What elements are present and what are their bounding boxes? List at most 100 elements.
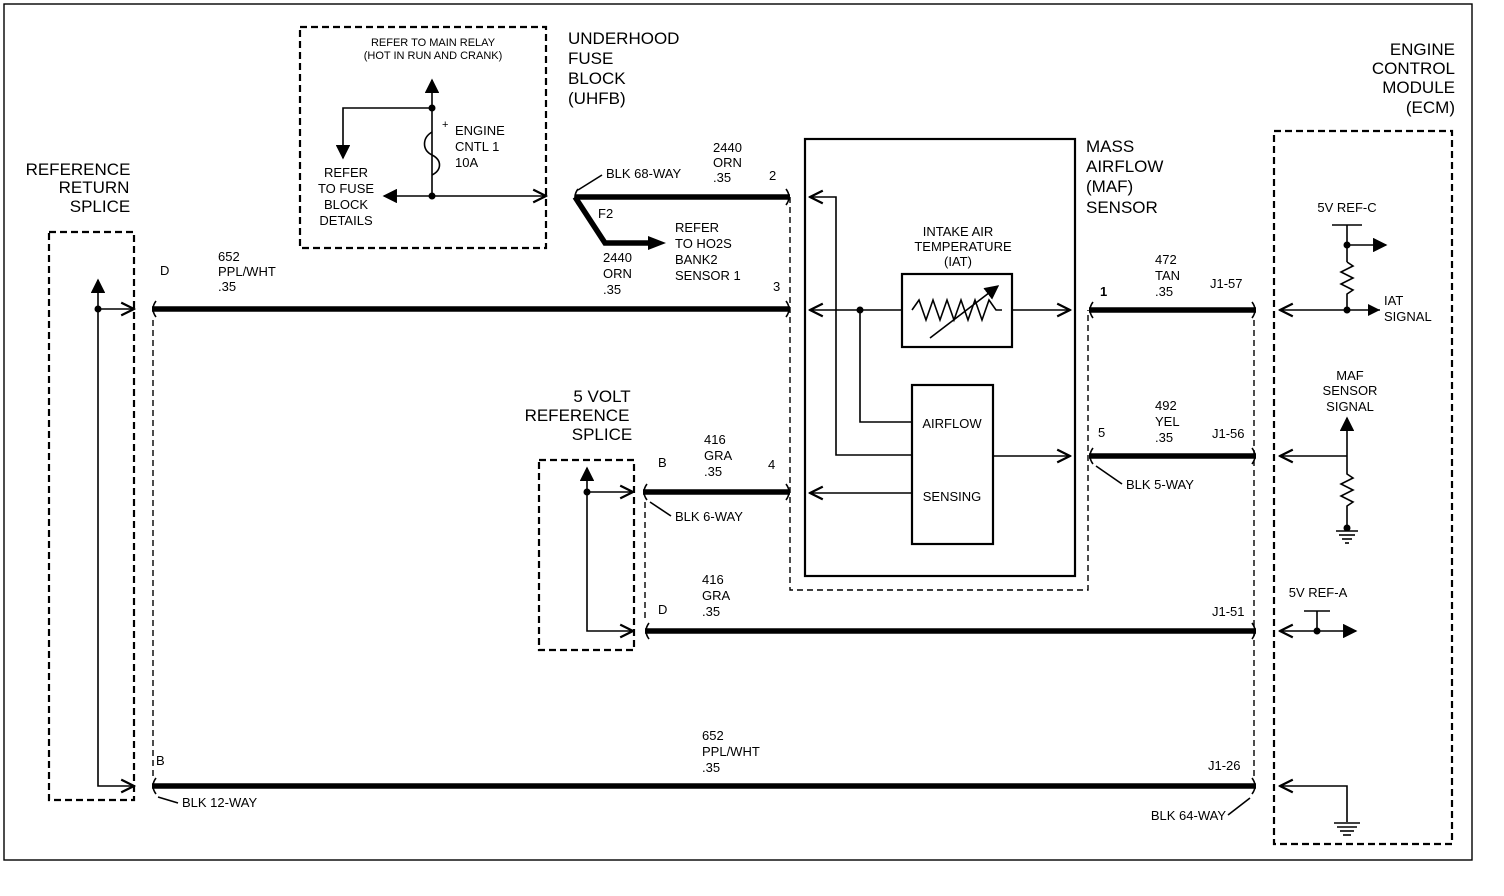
blk6-leader: [649, 501, 672, 517]
fuse-plus-sign: +: [442, 119, 448, 131]
wire-652-top: 652 PPL/WHT .35 3: [152, 249, 790, 778]
five-volt-pin-bottom: D: [658, 602, 667, 617]
maf-title-2: AIRFLOW: [1086, 157, 1163, 176]
blk12-leader: [157, 796, 179, 804]
ecm-box: [1272, 129, 1454, 846]
ref-return-bottom-branch: [97, 309, 134, 786]
blk64-label: BLK 64-WAY: [1151, 808, 1226, 823]
ecm-title-2: CONTROL: [1372, 59, 1455, 78]
w416-bottom-circuit: 416: [702, 572, 724, 587]
fuse-label-3: 10A: [455, 155, 478, 170]
five-volt-title-3: SPLICE: [572, 425, 632, 444]
w416-bottom-left-terminal: [645, 622, 650, 640]
maf-title-3: (MAF): [1086, 177, 1133, 196]
ho2s-ref-4: SENSOR 1: [675, 268, 741, 283]
fuse-label-2: CNTL 1: [455, 139, 499, 154]
w416-top-circuit: 416: [704, 432, 726, 447]
ho2s-ref-1: REFER: [675, 220, 719, 235]
maf-signal-label-3: SIGNAL: [1326, 399, 1374, 414]
w652-bottom-circuit: 652: [702, 728, 724, 743]
w416-bottom-color: GRA: [702, 588, 731, 603]
ref-c-label: 5V REF-C: [1317, 200, 1376, 215]
iat-resistor-zigzag: [911, 297, 1002, 323]
f2-label: F2: [598, 206, 613, 221]
ho2s-ref-3: BANK2: [675, 252, 718, 267]
w416-top-left-terminal: [643, 483, 648, 501]
iat-label-1: INTAKE AIR: [923, 224, 994, 239]
blk5-leader: [1095, 465, 1123, 485]
w2440-top-color: ORN: [713, 155, 742, 170]
airflow-label: AIRFLOW: [922, 416, 982, 431]
uhfb-box: [298, 25, 548, 250]
w652-top-color: PPL/WHT: [218, 264, 276, 279]
ecm-title-4: (ECM): [1406, 98, 1455, 117]
iat-label-3: (IAT): [944, 254, 972, 269]
uhfb-group: UNDERHOOD FUSE BLOCK (UHFB) REFER TO MAI…: [298, 25, 679, 250]
w652-bottom-right-terminal: [1251, 777, 1256, 795]
airflow-sensing-box: [910, 383, 995, 546]
w652-top-pin: 3: [773, 279, 780, 294]
iat-signal-arrowhead: [1368, 304, 1380, 316]
w416-top-pin: 4: [768, 457, 775, 472]
uhfb-title-3: BLOCK: [568, 69, 626, 88]
uhfb-title-2: FUSE: [568, 49, 613, 68]
wire-492: 492 YEL .35 5 J1-56 BLK 5-WAY: [1089, 320, 1256, 780]
fuse-block-ref-2: TO FUSE: [318, 181, 374, 196]
w492-left-terminal: [1089, 447, 1094, 465]
main-relay-note-1: REFER TO MAIN RELAY: [371, 37, 496, 49]
maf-title-4: SENSOR: [1086, 198, 1158, 217]
uhfb-title-4: (UHFB): [568, 89, 626, 108]
five-volt-title-2: REFERENCE: [525, 406, 630, 425]
w2440-ho2s-arrowhead: [648, 236, 666, 250]
w472-right-terminal: [1251, 301, 1256, 319]
w492-color: YEL: [1155, 414, 1180, 429]
w2440-top-size: .35: [713, 170, 731, 185]
w652-top-left-terminal: [152, 300, 157, 318]
ref-return-title-3: SPLICE: [70, 197, 130, 216]
ref-return-splice-box: [47, 230, 136, 802]
uhfb-title-1: UNDERHOOD: [568, 29, 679, 48]
five-volt-title-1: 5 VOLT: [573, 387, 630, 406]
five-volt-pin-top: B: [658, 455, 667, 470]
blk12-label: BLK 12-WAY: [182, 795, 257, 810]
airflow-pin2-wire: [810, 197, 912, 456]
maf-pulldown-resistor: [1339, 456, 1355, 530]
maf-ground-dot: [1343, 524, 1351, 532]
fuse-block-ref-1: REFER: [324, 165, 368, 180]
maf-sensor: MASS AIRFLOW (MAF) SENSOR INTAKE AIR TEM…: [789, 137, 1163, 591]
iat-signal-label-1: IAT: [1384, 293, 1403, 308]
wire-416-bottom: 416 GRA .35 J1-51: [645, 572, 1256, 640]
ref-return-pin-top: D: [160, 263, 169, 278]
maf-title-1: MASS: [1086, 137, 1134, 156]
reference-return-splice: REFERENCE RETURN SPLICE D B: [26, 160, 169, 802]
ref-a-label: 5V REF-A: [1289, 585, 1348, 600]
w492-right-terminal: [1251, 447, 1256, 465]
fuse-label-1: ENGINE: [455, 123, 505, 138]
iat-variable-arrow: [929, 285, 1000, 339]
w472-pin: 1: [1100, 284, 1107, 299]
five-volt-reference-splice: 5 VOLT REFERENCE SPLICE B D: [525, 387, 667, 652]
w652-bottom-left-terminal: [152, 777, 157, 795]
maf-signal-label-2: SENSOR: [1323, 383, 1378, 398]
w652-top-right-terminal: [785, 300, 790, 318]
sensing-label: SENSING: [923, 489, 982, 504]
airflow-ground-wire: [859, 310, 912, 423]
five-volt-bottom-branch: [586, 492, 633, 631]
w652-bottom-ecm-pin: J1-26: [1208, 758, 1241, 773]
wire-652-bottom: 652 PPL/WHT .35 J1-26 BLK 12-WAY BLK 64-…: [152, 728, 1256, 823]
w416-top-right-terminal: [785, 483, 790, 501]
blk5-label: BLK 5-WAY: [1126, 477, 1194, 492]
w492-size: .35: [1155, 430, 1173, 445]
w2440-ho2s-color: ORN: [603, 266, 632, 281]
ecm-title-3: MODULE: [1382, 78, 1455, 97]
w492-ecm-pin: J1-56: [1212, 426, 1245, 441]
maf-housing: [803, 137, 1077, 578]
w652-top-size: .35: [218, 279, 236, 294]
w472-ecm-pin: J1-57: [1210, 276, 1243, 291]
w416-bottom-ecm-pin: J1-51: [1212, 604, 1245, 619]
w652-bottom-color: PPL/WHT: [702, 744, 760, 759]
w472-size: .35: [1155, 284, 1173, 299]
ecm-ground-return-wire: [1280, 786, 1348, 822]
ref-return-title-1: REFERENCE: [26, 160, 131, 179]
